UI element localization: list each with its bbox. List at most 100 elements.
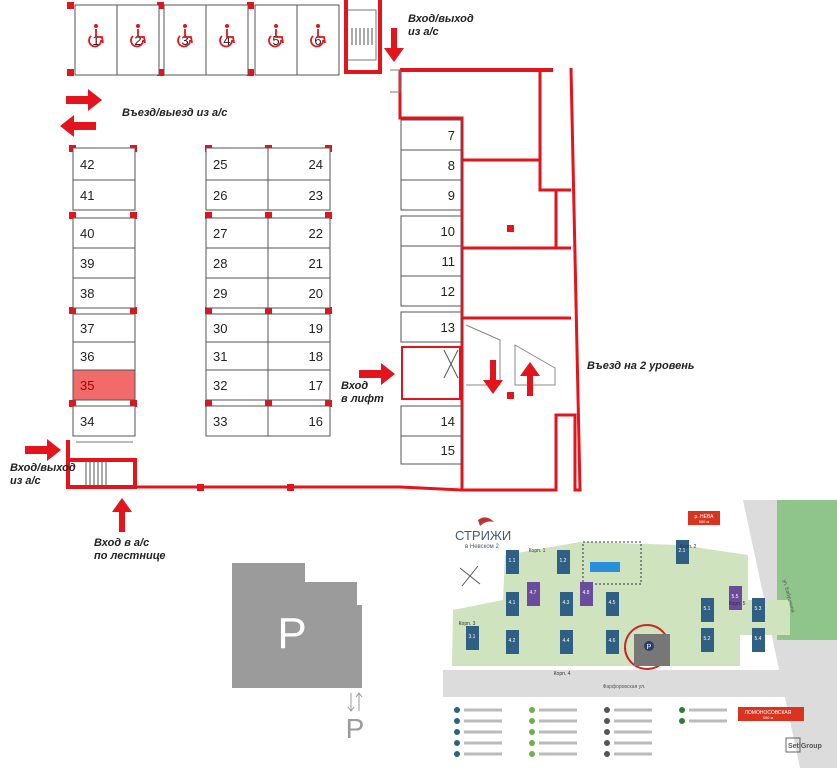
parking-spot-6[interactable]: 6 bbox=[296, 4, 340, 76]
spot-number: 22 bbox=[309, 226, 323, 241]
spot-number: 34 bbox=[80, 414, 94, 429]
building-1.1: 1.1 bbox=[506, 550, 519, 574]
building-4.6: 4.6 bbox=[606, 630, 619, 654]
spot-outline bbox=[400, 275, 462, 307]
building-block bbox=[701, 628, 714, 652]
arrow-out-icon bbox=[60, 115, 96, 137]
river-distance: 500 м bbox=[699, 519, 710, 524]
korpus-label: Корп. 2 bbox=[680, 544, 697, 550]
spot-outline bbox=[267, 369, 331, 401]
parking-spot-12[interactable]: 12 bbox=[400, 275, 462, 307]
pillar bbox=[130, 307, 137, 314]
parking-spot-28[interactable]: 28 bbox=[205, 247, 269, 279]
parking-spot-29[interactable]: 29 bbox=[205, 277, 269, 309]
parking-spot-16[interactable]: 16 bbox=[267, 405, 331, 437]
parking-spot-37[interactable]: 37 bbox=[72, 313, 136, 343]
legend-icon bbox=[604, 718, 610, 724]
spot-number: 12 bbox=[441, 284, 455, 299]
parking-spot-21[interactable]: 21 bbox=[267, 247, 331, 279]
pillar bbox=[67, 2, 74, 9]
building-5.5: 5.5 bbox=[729, 586, 742, 610]
building-block bbox=[506, 592, 519, 616]
spot-number: 21 bbox=[309, 256, 323, 271]
parking-spot-34[interactable]: 34 bbox=[72, 405, 136, 437]
parking-spot-17[interactable]: 17 bbox=[267, 369, 331, 401]
spot-number: 14 bbox=[441, 414, 455, 429]
spot-number: 3 bbox=[181, 33, 188, 48]
parking-spot-30[interactable]: 30 bbox=[205, 313, 269, 343]
spot-number: 41 bbox=[80, 188, 94, 203]
parking-spot-32[interactable]: 32 bbox=[205, 369, 269, 401]
parking-spot-40[interactable]: 40 bbox=[72, 217, 136, 249]
wheelchair-body bbox=[88, 29, 104, 48]
parking-spot-20[interactable]: 20 bbox=[267, 277, 331, 309]
parking-spot-2[interactable]: 2 bbox=[116, 4, 160, 76]
building-4.2: 4.2 bbox=[506, 630, 519, 654]
building-block bbox=[557, 550, 570, 574]
parking-spot-14[interactable]: 14 bbox=[400, 405, 462, 437]
parking-spot-31[interactable]: 31 bbox=[205, 341, 269, 371]
parking-spot-8[interactable]: 8 bbox=[400, 149, 462, 181]
spot-outline bbox=[205, 341, 269, 371]
stairs-entry-label: Вход в а/с по лестнице bbox=[94, 537, 166, 562]
building-5.2: 5.2 bbox=[701, 628, 714, 652]
parking-spot-33[interactable]: 33 bbox=[205, 405, 269, 437]
wheelchair-body bbox=[219, 29, 235, 48]
building-number: 4.3 bbox=[563, 600, 570, 606]
parking-spot-11[interactable]: 11 bbox=[400, 245, 462, 277]
parking-spot-24[interactable]: 24 bbox=[267, 147, 331, 181]
spot-outline bbox=[116, 4, 160, 76]
building-block bbox=[606, 592, 619, 616]
parking-block bbox=[232, 563, 362, 688]
spot-outline bbox=[205, 179, 269, 211]
parking-spot-27[interactable]: 27 bbox=[205, 217, 269, 249]
parking-spot-26[interactable]: 26 bbox=[205, 179, 269, 211]
parking-spot-39[interactable]: 39 bbox=[72, 247, 136, 279]
legend-icon bbox=[529, 729, 535, 735]
parking-spot-35[interactable]: 35 bbox=[72, 369, 136, 401]
building-number: 4.7 bbox=[530, 590, 537, 596]
parking-spot-7[interactable]: 7 bbox=[400, 119, 462, 151]
parking-spot-18[interactable]: 18 bbox=[267, 341, 331, 371]
parking-spot-42[interactable]: 42 bbox=[72, 147, 136, 181]
pillar bbox=[69, 307, 76, 314]
parking-spot-41[interactable]: 41 bbox=[72, 179, 136, 211]
parking-spot-22[interactable]: 22 bbox=[267, 217, 331, 249]
pillar bbox=[247, 2, 254, 9]
legend-icon bbox=[529, 707, 535, 713]
pillar bbox=[205, 307, 212, 314]
pillar bbox=[197, 484, 204, 491]
brand-subtitle: в Невском 2 bbox=[465, 544, 499, 550]
parking-marker bbox=[644, 641, 654, 651]
parking-spot-5[interactable]: 5 bbox=[254, 4, 298, 76]
wall bbox=[70, 485, 463, 492]
parking-spot-36[interactable]: 36 bbox=[72, 341, 136, 371]
parking-spot-19[interactable]: 19 bbox=[267, 313, 331, 343]
parking-spot-38[interactable]: 38 bbox=[72, 277, 136, 309]
parking-spot-3[interactable]: 3 bbox=[163, 4, 207, 76]
wall bbox=[538, 160, 571, 192]
arrow-in-icon bbox=[66, 89, 102, 111]
parking-spot-4[interactable]: 4 bbox=[205, 4, 249, 76]
building-number: 2.1 bbox=[679, 548, 686, 554]
spot-outline bbox=[267, 277, 331, 309]
building-block bbox=[560, 592, 573, 616]
building-block bbox=[560, 630, 573, 654]
parking-spot-23[interactable]: 23 bbox=[267, 179, 331, 211]
building-block bbox=[752, 598, 765, 622]
building-number: 1.2 bbox=[560, 558, 567, 564]
up-down-arrows-icon bbox=[347, 692, 363, 712]
parking-spot-9[interactable]: 9 bbox=[400, 179, 462, 211]
pillar bbox=[325, 212, 332, 219]
parking-spot-13[interactable]: 13 bbox=[400, 311, 462, 343]
wheelchair-icon bbox=[268, 24, 284, 48]
spot-outline bbox=[254, 4, 298, 76]
legend-icon bbox=[454, 707, 460, 713]
parking-spot-1[interactable]: 1 bbox=[74, 4, 118, 76]
legend-text bbox=[689, 719, 727, 723]
parking-spot-15[interactable]: 15 bbox=[400, 435, 462, 465]
parking-spot-25[interactable]: 25 bbox=[205, 147, 269, 181]
parking-spot-10[interactable]: 10 bbox=[400, 215, 462, 247]
building-5.1: 5.1 bbox=[701, 598, 714, 622]
